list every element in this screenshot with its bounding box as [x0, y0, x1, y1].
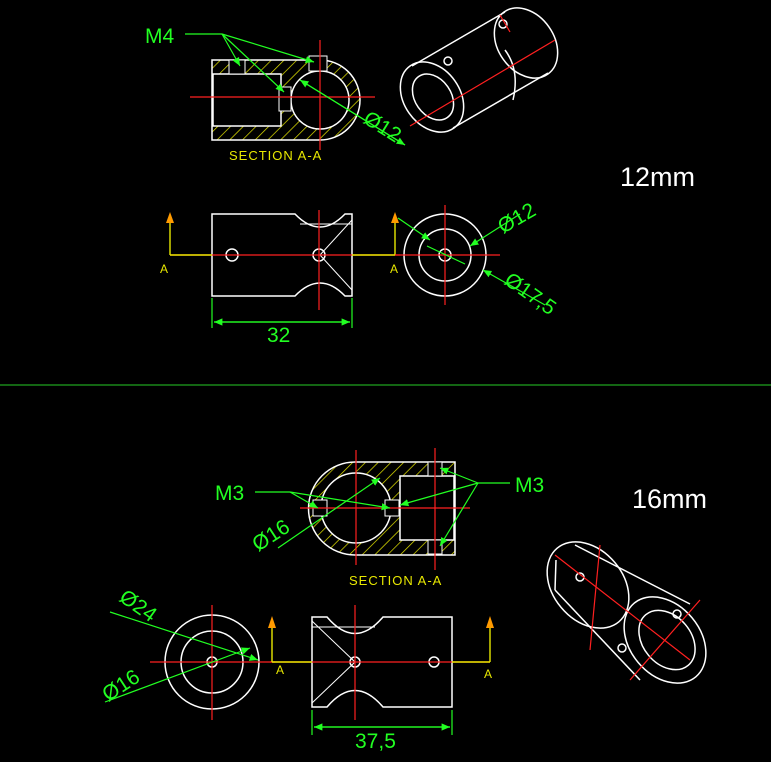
- bottom-isometric-view: [546, 541, 707, 684]
- top-cut-right: A: [390, 262, 398, 276]
- bottom-length-label: 37,5: [355, 730, 396, 753]
- bottom-cut-left: A: [276, 663, 284, 677]
- bottom-length-dim: [311, 710, 453, 735]
- bottom-size-label: 16mm: [632, 484, 707, 514]
- top-front-view: [166, 210, 400, 310]
- top-isometric-view: [399, 7, 559, 133]
- bottom-thread-leaders: [255, 467, 510, 549]
- bottom-side-view: [104, 605, 275, 720]
- bottom-cut-right: A: [484, 667, 492, 681]
- top-size-label: 12mm: [620, 162, 695, 192]
- bottom-bore-label: Ø16: [98, 665, 144, 706]
- top-outer-label: Ø17,5: [500, 268, 560, 320]
- top-side-view: [395, 205, 546, 306]
- top-cut-left: A: [160, 262, 168, 276]
- bottom-thread-right-label: M3: [515, 474, 544, 497]
- bottom-thread-left-label: M3: [215, 482, 244, 505]
- top-section-label: SECTION A-A: [229, 148, 322, 163]
- top-thread-label: M4: [145, 25, 174, 48]
- bottom-section-view: [300, 448, 470, 570]
- bottom-section-label: SECTION A-A: [349, 573, 442, 588]
- bottom-front-view: [268, 605, 494, 720]
- top-length-label: 32: [267, 324, 290, 347]
- top-section-bore-dim: [299, 79, 406, 146]
- top-section-view: [190, 40, 375, 150]
- top-length-dim: [211, 298, 353, 328]
- top-bore-label: Ø12: [494, 199, 540, 239]
- bottom-section-bore-label: Ø16: [248, 515, 294, 556]
- top-thread-leader: [185, 33, 315, 93]
